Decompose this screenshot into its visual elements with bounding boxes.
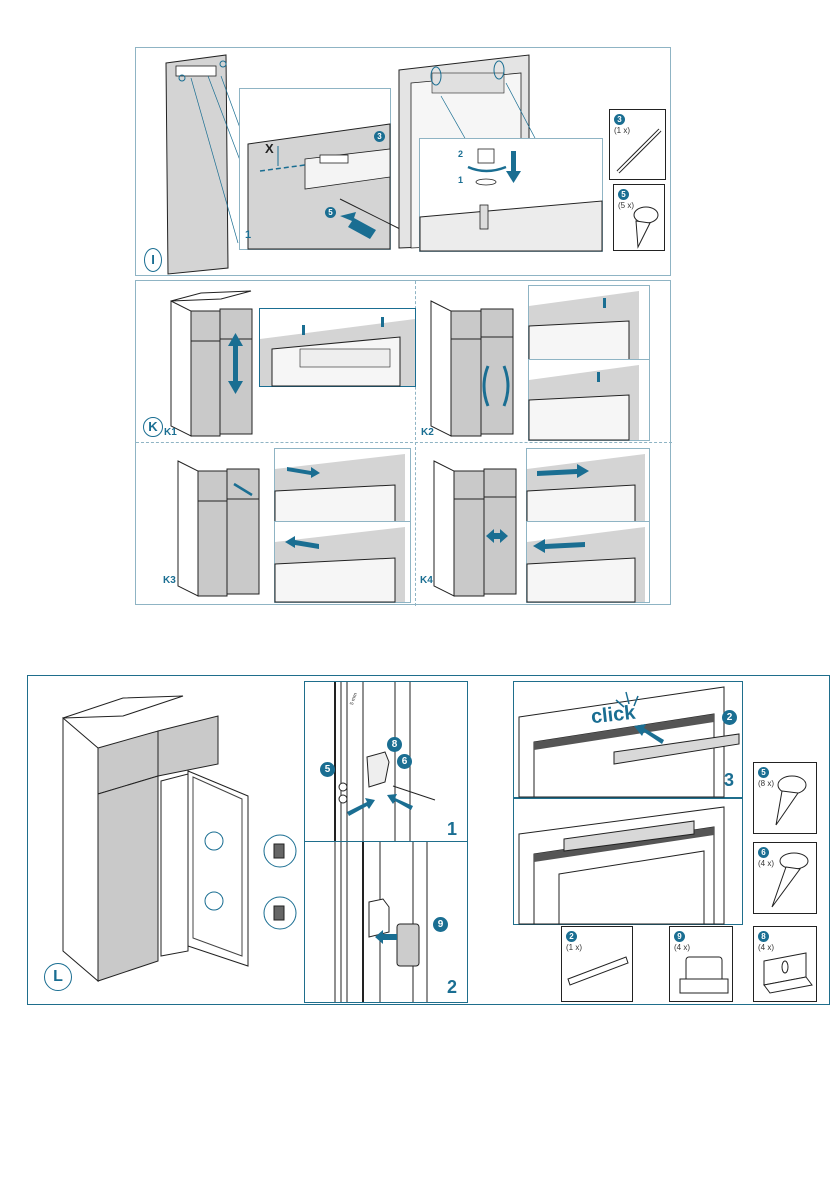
hinge-rail-part-icon	[610, 110, 667, 181]
callout-badge: 6	[397, 754, 412, 769]
screw-part-icon	[754, 763, 818, 835]
step-washer-number: 1	[458, 175, 463, 185]
k4-detail-top	[526, 448, 650, 523]
l-step1-detail: 5 8 6 5 mm 1	[304, 681, 468, 843]
l-step2-detail: 9 2	[304, 841, 468, 1003]
k4-detail-bottom	[526, 521, 650, 603]
section-label-l: L	[44, 963, 72, 991]
l-result-detail	[513, 798, 743, 925]
step-nut-number: 2	[458, 149, 463, 159]
callout-badge: 5	[320, 762, 335, 777]
callout-badge: 8	[387, 737, 402, 752]
part-box: 6 (4 x)	[753, 842, 817, 914]
l-step3-detail: click 2 3	[513, 681, 743, 798]
fridge-open-door-illustration	[28, 676, 308, 1006]
hinge-cover-part-icon	[670, 927, 734, 1003]
part-box: 3 (1 x)	[609, 109, 666, 180]
callout-badge: 9	[433, 917, 448, 932]
detail-nut-washer: 2 1	[419, 138, 603, 252]
section-i-panel: I X 3 5 1 2	[135, 47, 671, 276]
part-box: 5 (5 x)	[613, 184, 665, 251]
screw-part-icon	[754, 843, 818, 915]
part-box: 9 (4 x)	[669, 926, 733, 1002]
section-k-panel: K K1 K2 K3 K4	[135, 280, 671, 605]
part-box: 2 (1 x)	[561, 926, 633, 1002]
panel-label-k4: K4	[420, 575, 433, 586]
callout-badge: 2	[722, 710, 737, 725]
bracket-part-icon	[754, 927, 818, 1003]
section-l-panel: L 5 8 6 5 mm 1	[27, 675, 830, 1005]
step-number: 3	[724, 770, 734, 791]
cover-strip-part-icon	[562, 927, 634, 1003]
click-text: click	[590, 702, 637, 730]
part-box: 8 (4 x)	[753, 926, 817, 1002]
step-number: 2	[447, 977, 457, 998]
step-number: 1	[447, 819, 457, 840]
screw-part-icon	[614, 185, 666, 252]
part-box: 5 (8 x)	[753, 762, 817, 834]
